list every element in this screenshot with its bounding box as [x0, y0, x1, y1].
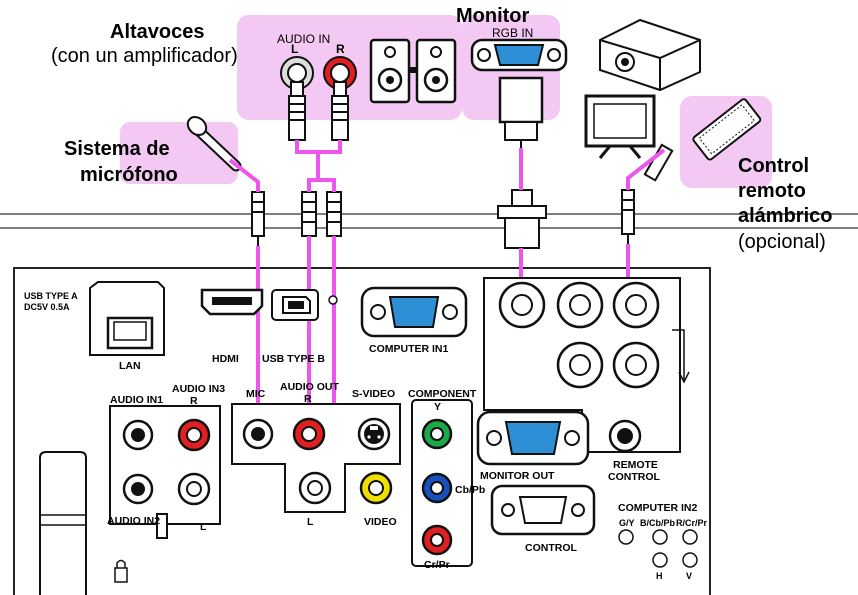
- audio-in3-l-jack: [179, 474, 209, 504]
- remote-title-line4: (opcional): [738, 231, 826, 254]
- audio-in3-r-jack: [179, 420, 209, 450]
- speakers-subtitle: (con un amplificador): [51, 45, 238, 68]
- microphone-title-line1: Sistema de: [64, 138, 170, 161]
- rca-plug-wall-l: [302, 192, 316, 236]
- audio-out-label: AUDIO OUT: [280, 381, 339, 393]
- remote-control-label-line2: CONTROL: [608, 471, 660, 483]
- remote-control-label-line1: REMOTE: [613, 459, 658, 471]
- v-label: V: [686, 571, 692, 581]
- remote-plug-wall: [622, 190, 634, 244]
- remote-control-jack: [610, 421, 640, 451]
- remote-title-line2: remoto: [738, 180, 806, 203]
- component-cb-jack: [423, 474, 451, 502]
- mic-jack: [244, 420, 272, 448]
- audio-out-l-jack: [300, 473, 330, 503]
- speaker-right: [417, 40, 455, 102]
- audio-in1-jack: [124, 421, 152, 449]
- mic-label: MIC: [246, 388, 265, 400]
- component-label: COMPONENT: [408, 388, 476, 400]
- audio-in2-label: AUDIO IN2: [107, 515, 160, 527]
- cr-pr-label: Cr/Pr: [424, 559, 450, 571]
- s-video-label: S-VIDEO: [352, 388, 395, 400]
- vga-plug-top: [500, 78, 542, 148]
- usb-type-a-label-line2: DC5V 0.5A: [24, 302, 70, 312]
- audio-out-l-label: L: [307, 516, 313, 528]
- monitor-title: Monitor: [456, 5, 529, 28]
- computer-in1-label: COMPUTER IN1: [369, 343, 448, 355]
- vga-plug-middle: [498, 190, 546, 248]
- projector-icon: [600, 20, 700, 90]
- speakers-left-label: L: [291, 42, 298, 56]
- audio-out-r-label: R: [304, 393, 312, 405]
- computer-in2-jacks: [619, 530, 697, 567]
- rca-plug-top-r: [332, 82, 348, 140]
- kensington-lock-icon: [115, 561, 127, 583]
- mic-plug-wall: [252, 192, 264, 246]
- usb-type-b-label: USB TYPE B: [262, 353, 325, 365]
- audio-out-r-jack: [294, 419, 324, 449]
- remote-title-line1: Control: [738, 155, 809, 178]
- speaker-left: [371, 40, 409, 102]
- control-label: CONTROL: [525, 542, 577, 554]
- projector-foot: [40, 452, 86, 595]
- audio-in3-label: AUDIO IN3: [172, 383, 225, 395]
- video-label: VIDEO: [364, 516, 397, 528]
- audio-in3-r-label: R: [190, 395, 198, 407]
- lan-label: LAN: [119, 360, 141, 372]
- component-cr-jack: [423, 526, 451, 554]
- h-label: H: [656, 571, 663, 581]
- speakers-right-label: R: [336, 42, 345, 56]
- speakers-audio-in-label: AUDIO IN: [277, 32, 330, 46]
- rgb-in-connector: [472, 40, 566, 70]
- audio-in1-label: AUDIO IN1: [110, 394, 163, 406]
- remote-title-line3: alámbrico: [738, 205, 832, 228]
- audio-in2-jack: [124, 475, 152, 503]
- monitor-out-label: MONITOR OUT: [480, 470, 554, 482]
- rcrpr-label: R/Cr/Pr: [676, 518, 707, 528]
- control-port: [492, 486, 594, 534]
- gy-label: G/Y: [619, 518, 635, 528]
- monitor-rgb-in-label: RGB IN: [492, 26, 533, 40]
- monitor-icon: [586, 96, 654, 158]
- rca-plug-top-l: [289, 82, 305, 140]
- component-y-jack: [423, 420, 451, 448]
- usb-type-a-label-line1: USB TYPE A: [24, 291, 78, 301]
- s-video-jack: [359, 419, 389, 449]
- component-y-label: Y: [434, 401, 441, 413]
- audio-in2-l-label: L: [200, 521, 206, 533]
- computer-in1-port: [362, 288, 466, 336]
- microphone-title-line2: micrófono: [80, 164, 178, 187]
- cb-pb-label: Cb/Pb: [455, 484, 485, 496]
- hdmi-label: HDMI: [212, 353, 239, 365]
- video-jack: [361, 473, 391, 503]
- bcbpb-label: B/Cb/Pb: [640, 518, 675, 528]
- speakers-title: Altavoces: [110, 21, 205, 44]
- rca-plug-wall-r: [327, 192, 341, 236]
- monitor-out-port: [478, 412, 588, 464]
- computer-in2-label: COMPUTER IN2: [618, 502, 697, 514]
